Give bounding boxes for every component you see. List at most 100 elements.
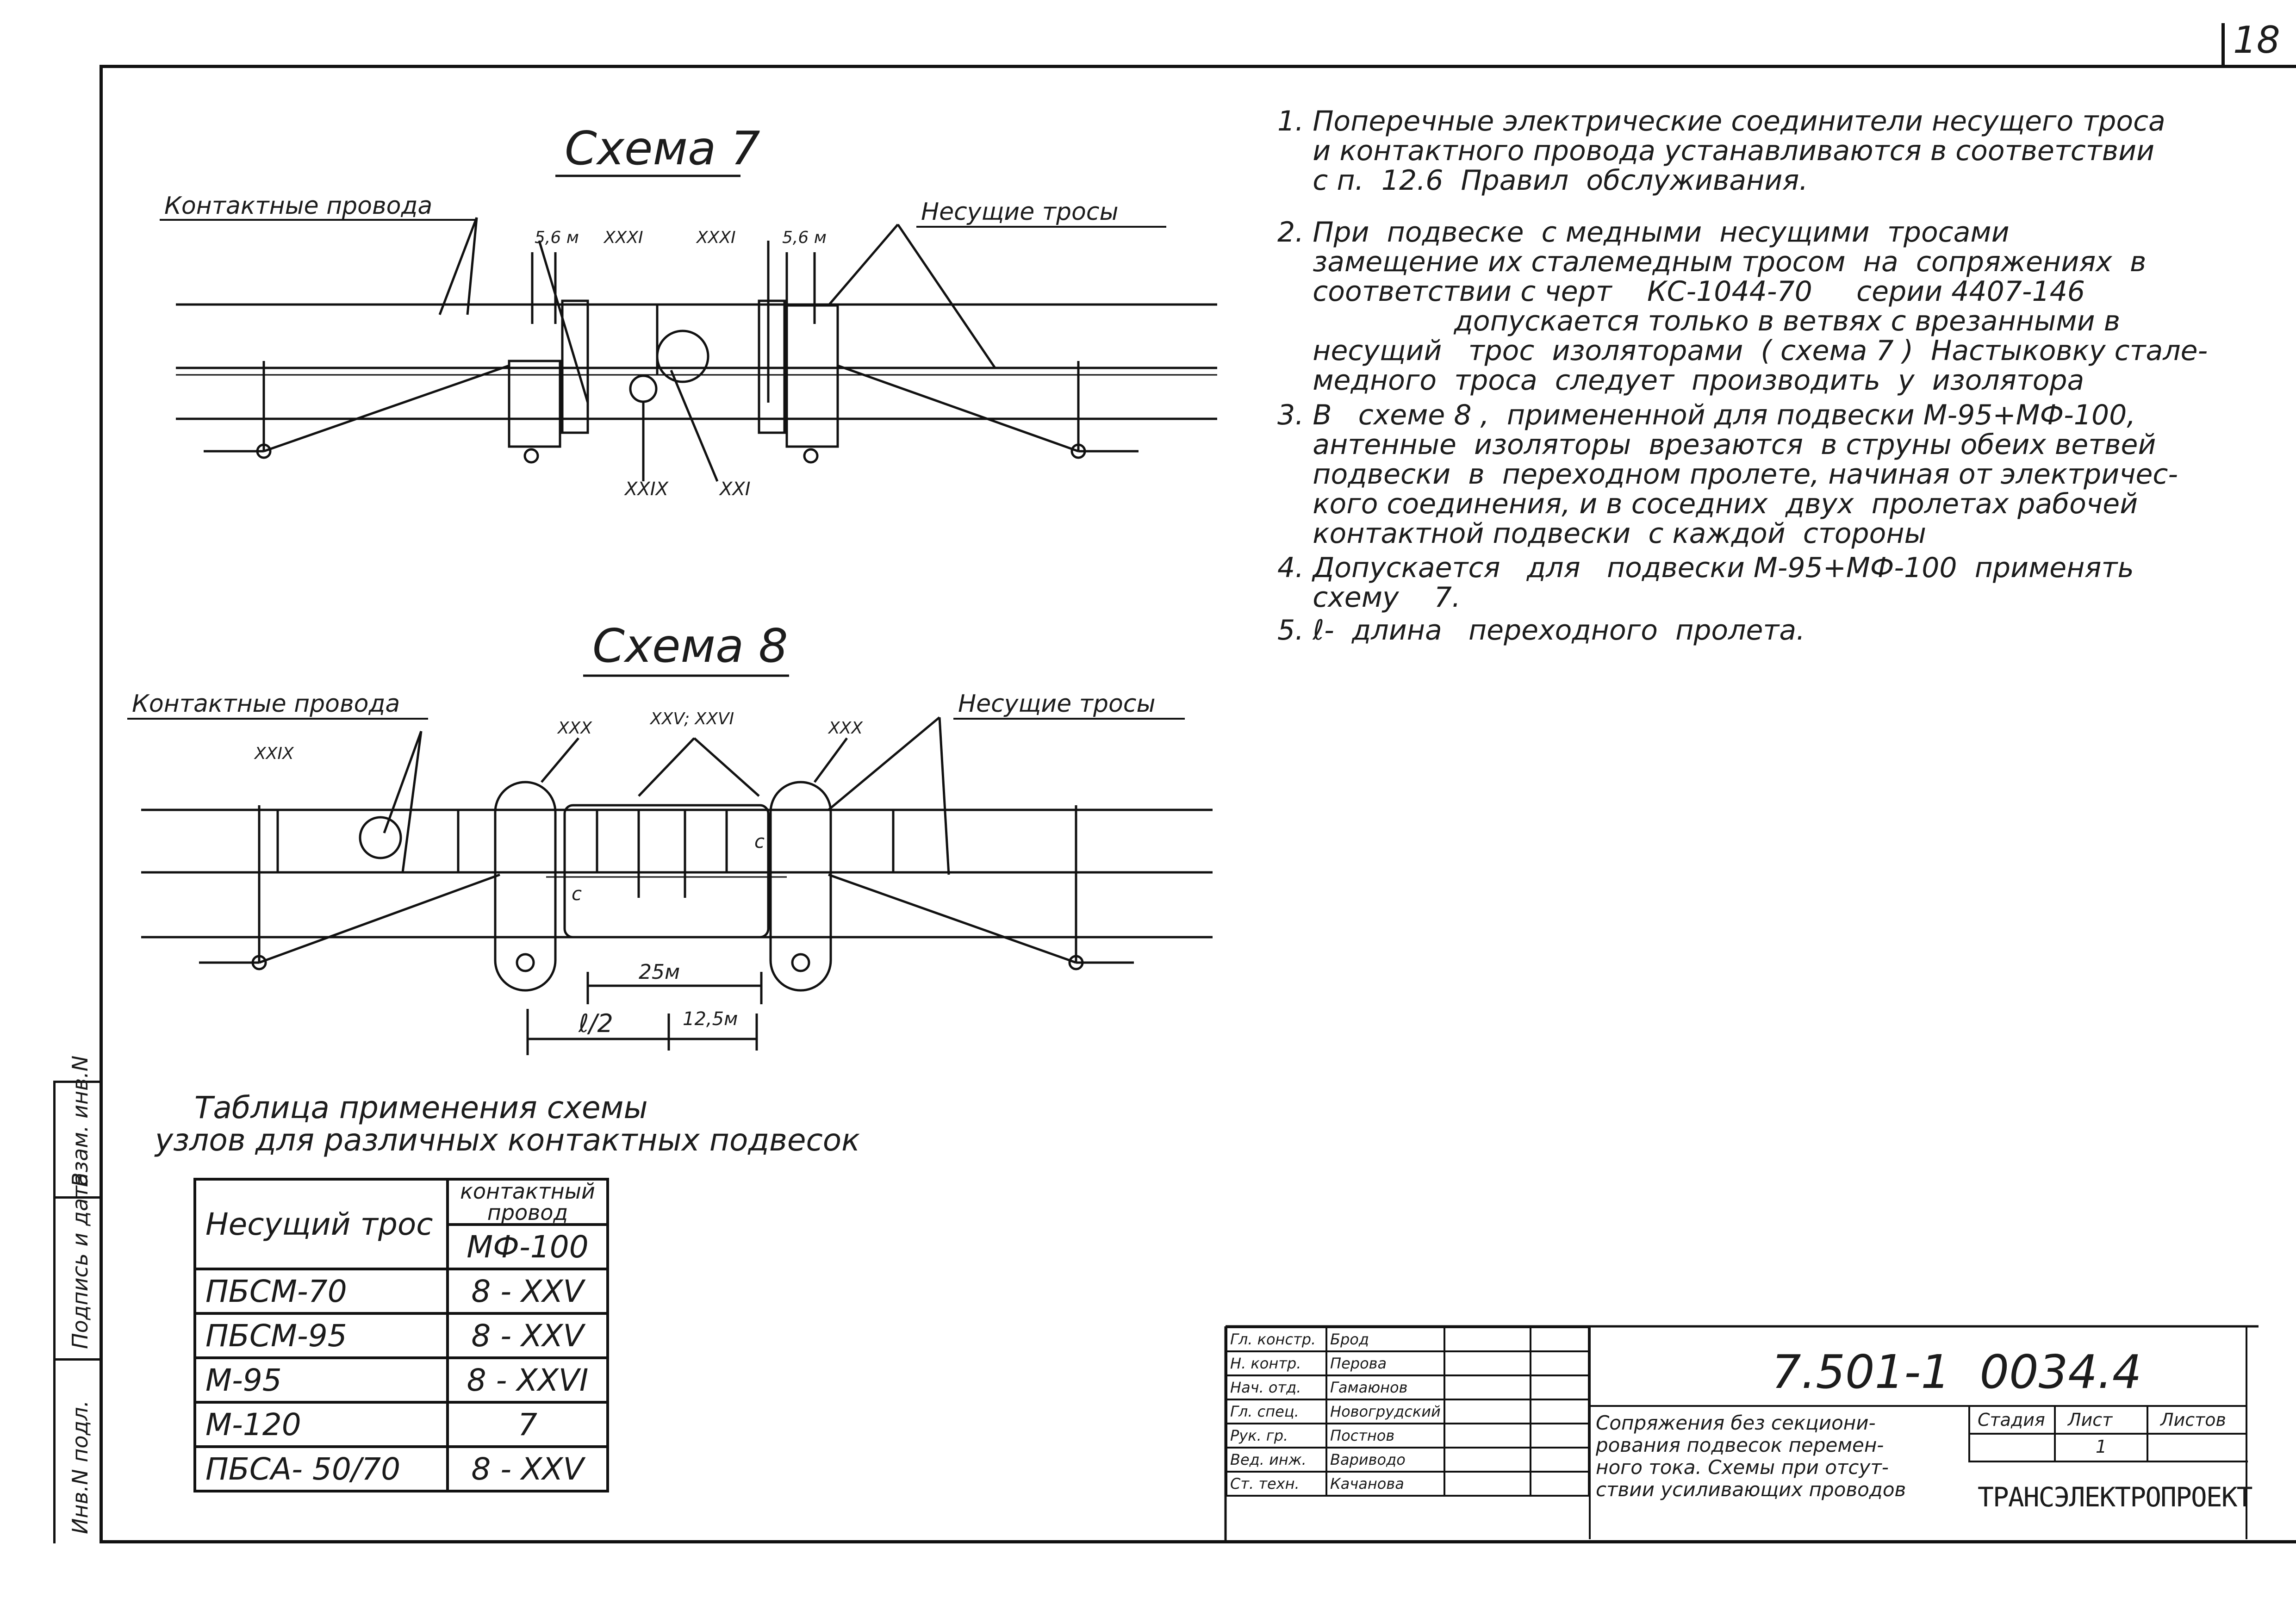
signature-cell — [1443, 1350, 1531, 1376]
signature-cell — [1443, 1447, 1531, 1473]
role-cell: Гл. констр. — [1226, 1326, 1327, 1352]
table-header-wire-type: МФ-100 — [446, 1223, 609, 1270]
table-cell-cable: М-120 — [193, 1401, 449, 1448]
table-cell-cable: ПБСМ-95 — [193, 1312, 449, 1359]
document-title: Сопряжения без секциони- рования подвесо… — [1596, 1412, 1906, 1501]
scheme8-diagram — [141, 716, 1213, 1055]
table-header-wire: контактный провод — [446, 1178, 609, 1226]
table-title-line1: Таблица применения схемы — [194, 1090, 648, 1126]
table-row: М-95 8 - XXVI — [193, 1356, 609, 1404]
side-strip-cell-2: Подпись и дата — [53, 1173, 100, 1358]
scheme7-dim-left: 5,6 м — [535, 228, 579, 247]
scheme7-label-right: Несущие тросы — [921, 198, 1119, 226]
table-header-cable: Несущий трос — [193, 1178, 449, 1270]
note-3: 3. В схеме 8 , примененной для подвески … — [1277, 399, 2178, 550]
sheets-label: Листов — [2160, 1410, 2226, 1430]
scheme7-callout-xxxi-left: XXXI — [603, 228, 643, 247]
scheme7-diagram — [176, 217, 1217, 482]
application-table: Несущий трос контактный провод МФ-100 ПБ… — [193, 1178, 609, 1492]
table-cell-cable: М-95 — [193, 1356, 449, 1404]
scheme7-callout-xxi: XXI — [719, 479, 751, 500]
signature-cell — [1443, 1399, 1531, 1424]
scheme8-title: Схема 8 — [592, 619, 788, 673]
scheme7-callout-xxix: XXIX — [624, 479, 669, 500]
note-4: 4. Допускается для подвески М-95+МФ-100 … — [1277, 552, 2134, 614]
scheme7-title: Схема 7 — [565, 121, 760, 175]
role-cell: Рук. гр. — [1226, 1423, 1327, 1449]
date-cell — [1529, 1326, 1590, 1352]
scheme7-callout-xxxi-right: XXXI — [696, 228, 736, 247]
table-row: ПБСМ-70 8 - XXV — [193, 1268, 609, 1315]
table-row: ПБСА- 50/70 8 - XXV — [193, 1445, 609, 1492]
title-block-row: Гл. спец.Новогрудский — [1226, 1399, 1590, 1424]
title-block-signatures: Гл. констр.Брод Н. контр.Перова Нач. отд… — [1226, 1326, 1590, 1497]
table-title-line2: узлов для различных контактных подвесок — [155, 1122, 860, 1158]
date-cell — [1529, 1374, 1590, 1400]
table-row: М-120 7 — [193, 1401, 609, 1448]
side-strip-cell-3: Взам. инв.N — [53, 1056, 100, 1196]
scheme8-label-left: Контактные провода — [132, 690, 400, 718]
sheet-label: Лист — [2068, 1410, 2113, 1430]
signature-cell — [1443, 1471, 1531, 1497]
sheet-number: 18 — [2233, 19, 2280, 62]
signature-cell — [1443, 1374, 1531, 1400]
scheme7-label-left: Контактные провода — [164, 192, 432, 220]
sheet-value: 1 — [2096, 1436, 2107, 1457]
code-divider — [1589, 1405, 2246, 1407]
document-code: 7.501-1 0034.4 — [1772, 1345, 2142, 1399]
scheme8-c-label-2: c — [572, 883, 582, 905]
signature-cell — [1443, 1326, 1531, 1352]
date-cell — [1529, 1471, 1590, 1497]
title-block-main — [1589, 1326, 2247, 1539]
scheme7-dim-right: 5,6 м — [782, 228, 827, 247]
stage-label: Стадия — [1978, 1410, 2045, 1430]
table-subheader-row: МФ-100 — [195, 1223, 609, 1270]
name-cell: Качанова — [1325, 1471, 1445, 1497]
scheme8-dim-25: 25м — [639, 960, 680, 984]
scheme8-dim-l2: ℓ/2 — [578, 1009, 613, 1038]
scheme8-dim-12-5: 12,5м — [683, 1008, 738, 1030]
table-cell-cable: ПБСМ-70 — [193, 1268, 449, 1315]
date-cell — [1529, 1399, 1590, 1424]
title-block: Гл. констр.Брод Н. контр.Перова Нач. отд… — [1226, 1326, 2253, 1543]
name-cell: Брод — [1325, 1326, 1445, 1352]
name-cell: Постнов — [1325, 1423, 1445, 1449]
role-cell: Ст. техн. — [1226, 1471, 1327, 1497]
side-strip: Инв.N подл. Подпись и дата Взам. инв.N — [53, 1056, 100, 1543]
scheme8-c-label-1: c — [754, 831, 765, 852]
title-block-row: Гл. констр.Брод — [1226, 1326, 1590, 1352]
title-block-row: Нач. отд.Гамаюнов — [1226, 1374, 1590, 1400]
title-block-row: Вед. инж.Вариводо — [1226, 1447, 1590, 1473]
note-1: 1. Поперечные электрические соединители … — [1277, 105, 2165, 197]
scheme8-label-right: Несущие тросы — [958, 690, 1156, 718]
name-cell: Новогрудский — [1325, 1399, 1445, 1424]
organization: ТРАНСЭЛЕКТРОПРОЕКТ — [1978, 1481, 2253, 1513]
role-cell: Н. контр. — [1226, 1350, 1327, 1376]
role-cell: Вед. инж. — [1226, 1447, 1327, 1473]
side-strip-cell-1: Инв.N подл. — [53, 1358, 100, 1543]
table-header-row: Несущий трос контактный провод — [193, 1178, 609, 1270]
table-cell-cable: ПБСА- 50/70 — [193, 1445, 449, 1492]
scheme8-callout-xxx-left: XXX — [557, 719, 592, 738]
date-cell — [1529, 1447, 1590, 1473]
stage-row-divider — [1968, 1433, 2246, 1435]
scheme8-callout-xxv-xxvi: XXV; XXVI — [649, 709, 734, 728]
scheme8-callout-xxix: XXIX — [254, 744, 294, 763]
name-cell: Гамаюнов — [1325, 1374, 1445, 1400]
table-cell-value: 8 - XXV — [446, 1312, 609, 1359]
date-cell — [1529, 1350, 1590, 1376]
signature-cell — [1443, 1423, 1531, 1449]
sheet-number-box — [2221, 23, 2225, 68]
note-5: 5. ℓ- длина переходного пролета. — [1277, 614, 1805, 647]
title-block-row: Ст. техн.Качанова — [1226, 1471, 1590, 1497]
role-cell: Нач. отд. — [1226, 1374, 1327, 1400]
table-row: ПБСМ-95 8 - XXV — [193, 1312, 609, 1359]
role-cell: Гл. спец. — [1226, 1399, 1327, 1424]
sheet-frame — [100, 65, 2296, 1543]
scheme8-callout-xxx-right: XXX — [828, 719, 863, 738]
name-cell: Перова — [1325, 1350, 1445, 1376]
name-cell: Вариводо — [1325, 1447, 1445, 1473]
table-cell-value: 8 - XXV — [446, 1445, 609, 1492]
